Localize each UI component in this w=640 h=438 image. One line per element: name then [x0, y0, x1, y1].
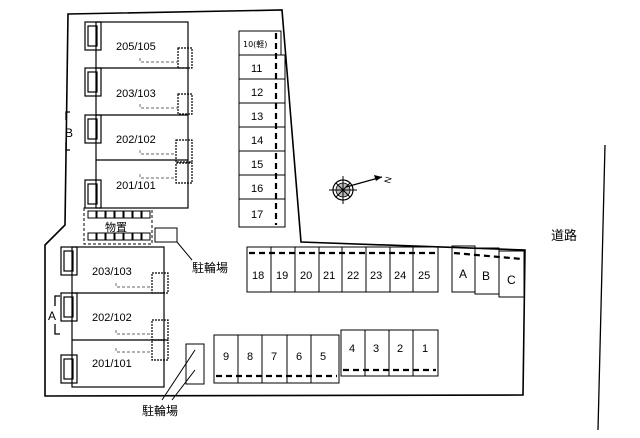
parking-row-upper [246, 246, 439, 293]
parking-space-label: 12 [251, 87, 263, 99]
parking-space-label: 13 [251, 111, 263, 123]
a-unit-label: 202/102 [92, 312, 132, 324]
parking-space-label: C [507, 273, 516, 287]
compass-icon [329, 175, 383, 204]
parking-space-label: 9 [223, 351, 229, 363]
parking-space-label: 24 [394, 270, 406, 282]
storage-label: 物置 [105, 220, 127, 234]
b-unit-label: 201/101 [116, 180, 156, 192]
a-unit-label: 201/101 [92, 358, 132, 370]
building-b-dashed-paths [139, 58, 178, 179]
parking-space-label: 14 [251, 135, 263, 147]
parking-lettered [451, 245, 525, 298]
building-a-label: A [48, 309, 56, 323]
road-edge-line [597, 144, 606, 431]
parking-row-lower-left [213, 334, 340, 384]
parking-space-label: A [459, 267, 467, 281]
building-a-marker [54, 295, 60, 335]
parking-space-label: 17 [251, 209, 263, 221]
parking-row-lower-right [340, 329, 439, 377]
building-a-dashed-paths [115, 283, 152, 353]
bike-parking-label: 駐輪場 [142, 403, 178, 418]
parking-space-label: 16 [251, 183, 263, 195]
site-boundary [44, 9, 526, 397]
parking-space-label: 25 [418, 270, 430, 282]
bike-parking-leader [161, 349, 196, 401]
parking-space-label: 5 [320, 351, 326, 363]
parking-space-label: 8 [247, 351, 253, 363]
parking-space-label: B [482, 269, 490, 283]
b-unit-label: 202/102 [116, 134, 156, 146]
road-label: 道路 [551, 228, 577, 244]
storage-area [83, 207, 153, 245]
a-unit-label: 203/103 [92, 266, 132, 278]
parking-space-label: 3 [373, 343, 379, 355]
parking-space-label: 7 [271, 351, 277, 363]
compass-label: N [382, 176, 393, 185]
parking-space-label: 11 [251, 63, 262, 75]
parking-space-label: 18 [252, 270, 264, 282]
parking-space-label: 15 [251, 159, 263, 171]
building-b-marker [65, 111, 70, 151]
parking-space-label: 1 [422, 343, 428, 355]
bike-parking-upper [154, 227, 178, 243]
b-unit-label: 203/103 [116, 88, 156, 100]
building-a [60, 246, 169, 388]
parking-space-label: 19 [276, 270, 288, 282]
parking-space-label: 20 [300, 270, 312, 282]
bike-parking-leader [171, 369, 196, 401]
b-unit-label: 205/105 [116, 41, 156, 53]
parking-space-label: 6 [296, 351, 302, 363]
parking-space-label: 10(軽) [243, 40, 267, 49]
parking-space-label: 2 [397, 343, 403, 355]
bike-parking-leader [176, 241, 193, 261]
parking-vertical [238, 30, 286, 228]
bike-parking-label: 駐輪場 [192, 260, 228, 275]
parking-space-label: 4 [349, 343, 355, 355]
parking-space-label: 23 [370, 270, 382, 282]
parking-space-label: 22 [347, 270, 359, 282]
building-b-label: B [65, 126, 73, 140]
parking-space-label: 21 [323, 270, 335, 282]
